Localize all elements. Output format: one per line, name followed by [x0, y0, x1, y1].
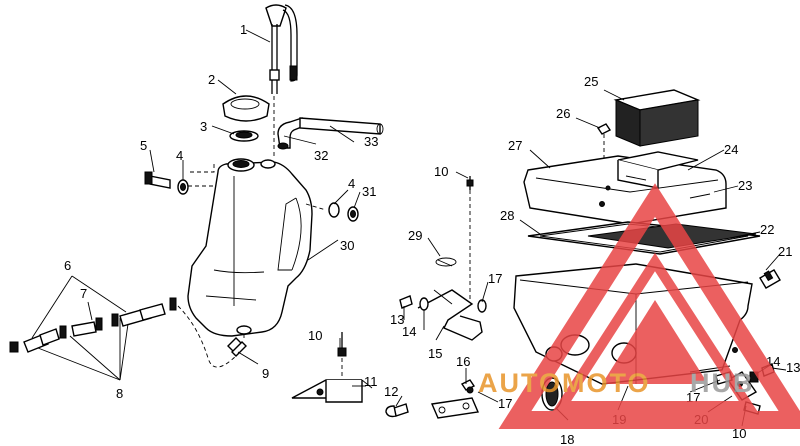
watermark-text-automoto: AUTOMOTO: [478, 368, 651, 398]
callout-6: 6: [64, 258, 71, 273]
callout-7: 7: [80, 286, 87, 301]
callout-24: 24: [724, 142, 738, 157]
filter-element: [613, 89, 701, 147]
callout-18: 18: [560, 432, 574, 446]
callout-17b: 17: [498, 396, 512, 411]
callout-10c: 10: [732, 426, 746, 441]
mount-bracket: [399, 176, 487, 341]
callout-1: 1: [240, 22, 247, 37]
callout-22: 22: [760, 222, 774, 237]
callout-27: 27: [508, 138, 522, 153]
callout-12: 12: [384, 384, 398, 399]
callout-30: 30: [340, 238, 354, 253]
callout-10a: 10: [308, 328, 322, 343]
callout-16: 16: [456, 354, 470, 369]
oil-tank-assembly: [9, 4, 409, 418]
callout-25: 25: [584, 74, 598, 89]
fastener-right: [305, 202, 359, 222]
clip: [596, 123, 612, 158]
dipstick: [265, 4, 298, 158]
callout-32: 32: [314, 148, 328, 163]
callout-11: 11: [364, 374, 378, 389]
callout-29: 29: [408, 228, 422, 243]
callout-31: 31: [362, 184, 376, 199]
callout-2: 2: [208, 72, 215, 87]
callout-33: 33: [364, 134, 378, 149]
callout-3: 3: [200, 119, 207, 134]
callout-21: 21: [778, 244, 792, 259]
automotohub-watermark: AUTOMOTO HUB: [478, 183, 800, 429]
callout-10b: 10: [434, 164, 448, 179]
watermark-triangle-logo: [498, 183, 800, 429]
callout-9: 9: [262, 366, 269, 381]
callout-13a: 13: [390, 312, 404, 327]
hose-line: [9, 297, 239, 368]
callout-28: 28: [500, 208, 514, 223]
drain-fitting: [227, 334, 247, 357]
callout-13b: 13: [786, 360, 800, 375]
airbox-cover: [523, 151, 727, 225]
callout-26: 26: [556, 106, 570, 121]
tank-cap: [222, 95, 270, 122]
callout-4a: 4: [176, 148, 183, 163]
oil-tank-body: [187, 158, 313, 337]
seal-ring: [229, 130, 259, 142]
watermark-text-hub: HUB: [690, 368, 755, 398]
grommet: [759, 269, 781, 289]
fastener-left: [144, 164, 215, 195]
callout-17a: 17: [488, 271, 502, 286]
callout-labels: 1 2 3 4 4 5 6 7 8 9 10 10 10 11 12 13 13…: [64, 22, 800, 446]
callout-8: 8: [116, 386, 123, 401]
callout-23: 23: [738, 178, 752, 193]
callout-5: 5: [140, 138, 147, 153]
callout-15: 15: [428, 346, 442, 361]
bracket-lower-left: [291, 332, 409, 418]
callout-4b: 4: [348, 176, 355, 191]
callout-14a: 14: [402, 324, 416, 339]
